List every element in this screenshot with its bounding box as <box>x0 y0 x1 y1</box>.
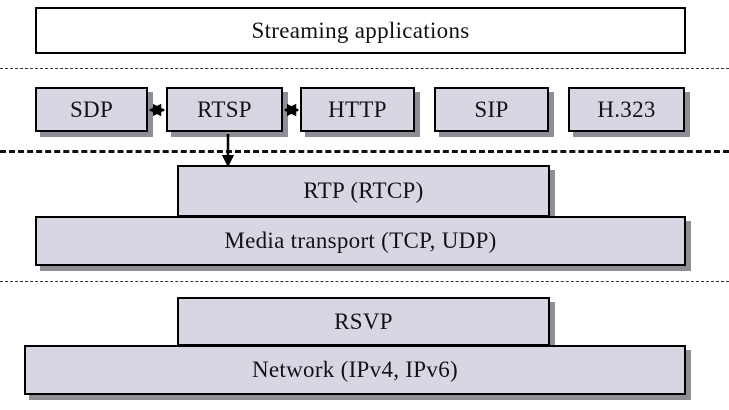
sip-box: SIP <box>434 87 549 132</box>
rsvp-box: RSVP <box>177 297 550 346</box>
h323-label: H.323 <box>597 96 656 122</box>
media-transport-box: Media transport (TCP, UDP) <box>35 216 686 266</box>
http-box: HTTP <box>300 87 415 132</box>
separator-session-transport <box>0 150 729 153</box>
media-transport-label: Media transport (TCP, UDP) <box>224 228 497 253</box>
separator-transport-network <box>0 281 729 282</box>
rsvp-label: RSVP <box>334 308 393 334</box>
streaming-applications-box: Streaming applications <box>35 7 686 54</box>
network-box: Network (IPv4, IPv6) <box>24 345 686 395</box>
http-label: HTTP <box>328 96 387 122</box>
rtp-rtcp-label: RTP (RTCP) <box>303 178 424 203</box>
separator-app-session <box>0 68 729 69</box>
streaming-applications-label: Streaming applications <box>251 17 470 43</box>
sdp-label: SDP <box>69 96 114 122</box>
sdp-box: SDP <box>35 87 148 132</box>
sip-label: SIP <box>474 96 509 122</box>
rtsp-box: RTSP <box>166 87 283 132</box>
rtsp-label: RTSP <box>197 96 252 122</box>
h323-box: H.323 <box>568 87 685 132</box>
rtp-rtcp-box: RTP (RTCP) <box>177 165 550 217</box>
network-label: Network (IPv4, IPv6) <box>252 357 458 382</box>
